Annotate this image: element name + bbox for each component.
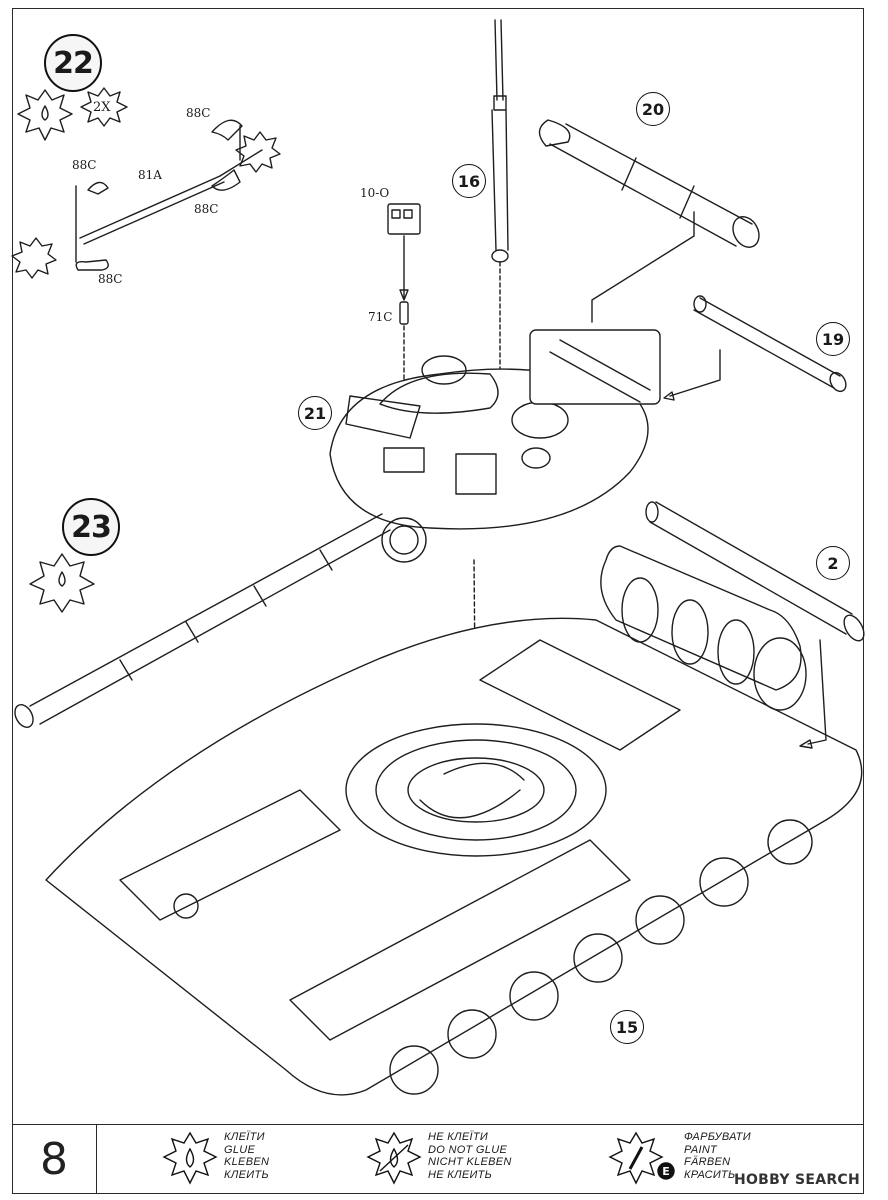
callout-15: 15: [610, 1010, 644, 1044]
part-label-88c-bottom: 88C: [98, 272, 123, 286]
legend-paint-ua: ФАРБУВАТИ: [684, 1131, 751, 1143]
page-frame: [12, 8, 864, 1194]
legend-no-glue-de: NICHT KLEBEN: [428, 1156, 512, 1168]
legend-no-glue-text: НЕ КЛЕЇТИ DO NOT GLUE NICHT KLEBEN НЕ КЛ…: [428, 1131, 512, 1181]
callout-19: 19: [816, 322, 850, 356]
gun-barrel: [14, 513, 391, 728]
legend-glue: КЛЕЇТИ GLUE KLEBEN КЛЕИТЬ: [162, 1131, 269, 1187]
legend-no-glue-ru: НЕ КЛЕИТЬ: [428, 1168, 493, 1181]
paint-star-icon: E: [608, 1131, 675, 1185]
legend-paint-en: PAINT: [684, 1143, 718, 1156]
legend-glue-ua: КЛЕЇТИ: [224, 1131, 265, 1143]
legend-glue-ru: КЛЕИТЬ: [224, 1168, 269, 1181]
legend-glue-text: КЛЕЇТИ GLUE KLEBEN КЛЕИТЬ: [224, 1131, 269, 1181]
glue-star-icon-b: [11, 237, 57, 279]
legend-no-glue: НЕ КЛЕЇТИ DO NOT GLUE NICHT KLEBEN НЕ КЛ…: [366, 1131, 512, 1187]
page-number: 8: [12, 1125, 97, 1193]
glue-star-icon-a: [235, 131, 281, 173]
no-glue-star-icon: [366, 1131, 422, 1185]
legend-paint: E ФАРБУВАТИ PAINT FÄRBEN КРАСИТЬ: [608, 1131, 751, 1187]
legend-glue-en: GLUE: [224, 1143, 256, 1156]
legend-glue-de: KLEBEN: [224, 1156, 270, 1168]
part-label-88c-left: 88C: [72, 158, 97, 172]
antenna-16: [491, 19, 509, 401]
legend-bar: 8 КЛЕЇТИ GLUE KLEBEN КЛЕИТЬ НЕ КЛЕЇТИ DO…: [12, 1124, 864, 1194]
callout-21: 21: [298, 396, 332, 430]
callout-20: 20: [636, 92, 670, 126]
legend-paint-de: FÄRBEN: [684, 1156, 731, 1168]
part-label-88c-top: 88C: [186, 106, 211, 120]
hull-15: [45, 617, 863, 1096]
antenna-81a: [75, 119, 263, 271]
glue-star-icon: [162, 1131, 218, 1185]
step-22-badge: 22: [44, 34, 102, 92]
callout-16: 16: [452, 164, 486, 198]
glue-star-icon-step23: [29, 553, 95, 613]
step-23-badge: 23: [62, 498, 120, 556]
part-label-71c: 71C: [368, 310, 393, 324]
callout-2: 2: [816, 546, 850, 580]
legend-no-glue-en: DO NOT GLUE: [428, 1143, 508, 1156]
part-label-88c-right: 88C: [194, 202, 219, 216]
part-label-81a: 81A: [138, 168, 162, 182]
tube-19: [663, 295, 847, 401]
legend-no-glue-ua: НЕ КЛЕЇТИ: [428, 1131, 489, 1143]
glue-star-icon-step22: [17, 89, 73, 141]
fuel-drums: [600, 545, 807, 711]
multiplier-label: 2X: [93, 100, 111, 115]
legend-paint-ru: КРАСИТЬ: [684, 1168, 736, 1181]
step-23-number: 23: [71, 509, 112, 545]
paint-badge: E: [662, 1165, 670, 1178]
storage-tube-20: [538, 119, 760, 323]
part-10-o: [387, 203, 421, 405]
legend-paint-text: ФАРБУВАТИ PAINT FÄRBEN КРАСИТЬ: [684, 1131, 751, 1181]
multiplier-star-icon: [80, 87, 128, 127]
tube-2: [645, 501, 865, 749]
watermark: HOBBY SEARCH: [733, 1172, 860, 1188]
step-22-number: 22: [53, 45, 94, 81]
part-label-10-o: 10-O: [360, 186, 390, 200]
turret-21: [329, 329, 661, 797]
